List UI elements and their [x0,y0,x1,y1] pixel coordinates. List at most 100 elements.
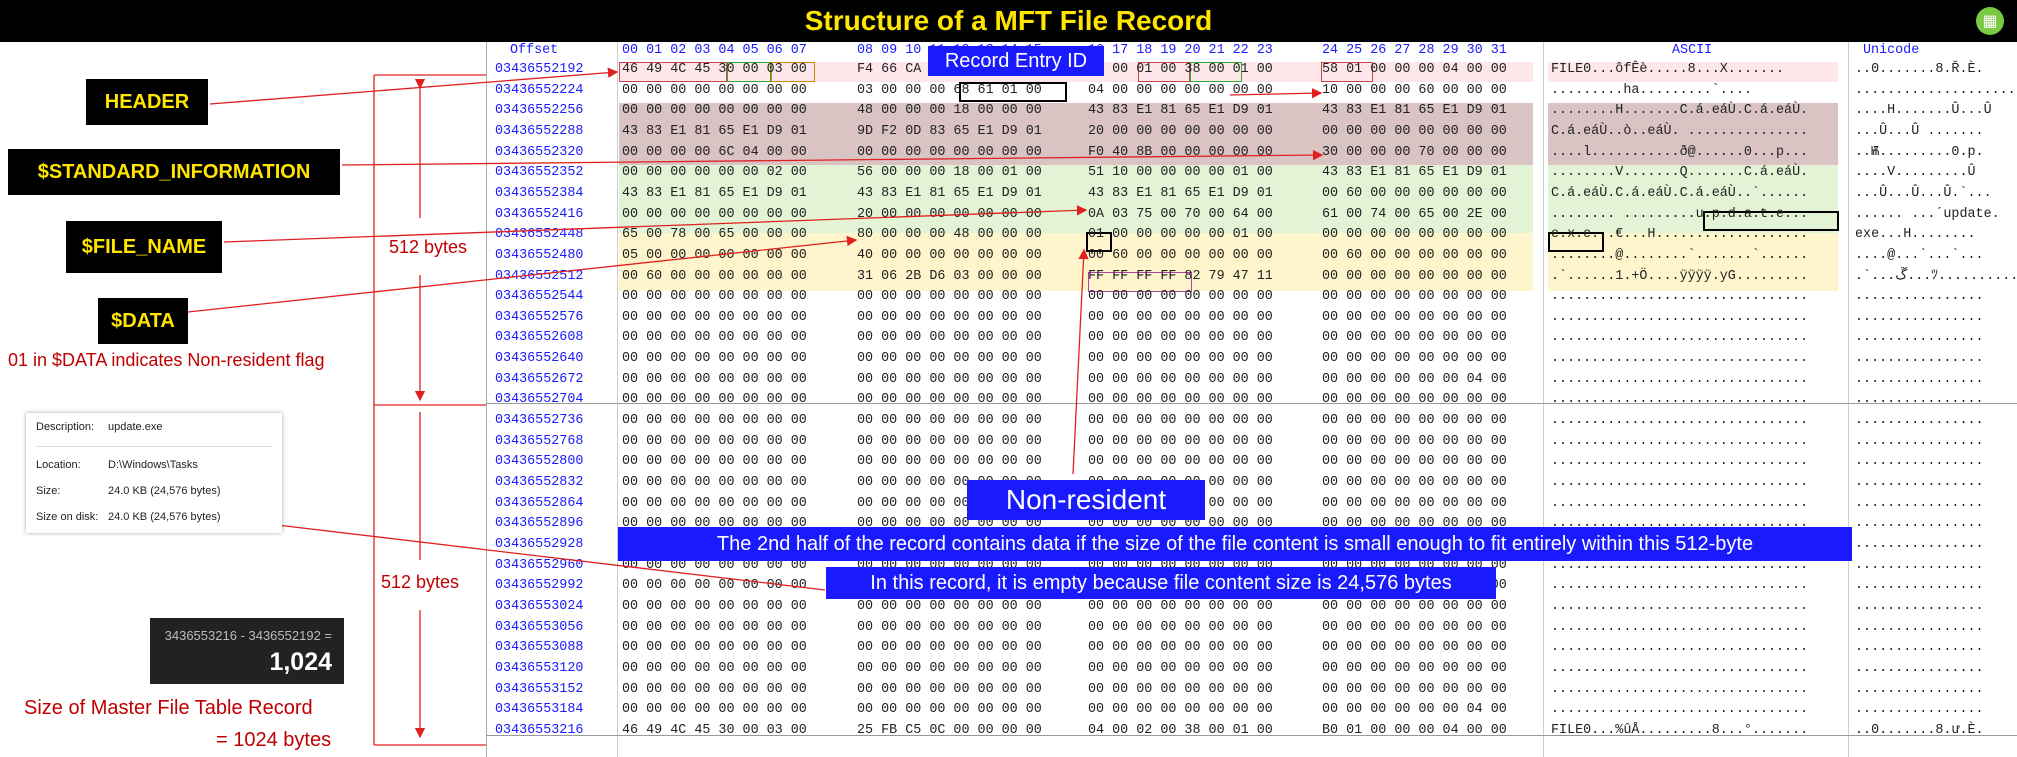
ascii-text[interactable]: ........V.......Q.......C.á.eáÙ. [1551,165,1809,180]
hex-bytes[interactable]: 00 00 00 00 00 00 00 00 [1322,289,1507,304]
hex-bytes[interactable]: 00 00 00 00 00 00 00 00 [622,83,807,98]
hex-bytes[interactable]: 00 00 00 00 00 00 00 00 [857,661,1042,676]
hex-bytes[interactable]: 00 00 00 00 00 00 00 00 [1322,620,1507,635]
ascii-text[interactable]: ....l...........ð@......0...p... [1551,145,1809,160]
ascii-text[interactable]: ................................ [1551,620,1809,635]
hex-bytes[interactable]: 00 00 00 00 00 00 00 00 [1322,661,1507,676]
row-offset[interactable]: 03436553056 [495,620,584,635]
row-offset[interactable]: 03436552576 [495,310,584,325]
unicode-text[interactable]: ................ [1855,330,1984,345]
hex-bytes[interactable]: 00 60 00 00 00 00 00 00 [1322,248,1507,263]
hex-bytes[interactable]: 00 00 00 00 00 00 00 00 [622,661,807,676]
unicode-text[interactable]: ................ [1855,351,1984,366]
hex-bytes[interactable]: 00 00 00 00 00 00 00 00 [857,434,1042,449]
hex-bytes[interactable]: 43 83 E1 81 65 E1 D9 01 [1088,186,1273,201]
hex-bytes[interactable]: 20 00 00 00 00 00 00 00 [857,207,1042,222]
hex-bytes[interactable]: 43 83 E1 81 65 E1 D9 01 [857,186,1042,201]
ascii-text[interactable]: .`......1.+Ö....ÿÿÿÿ.yG......... [1551,269,1809,284]
row-offset[interactable]: 03436552224 [495,83,584,98]
hex-bytes[interactable]: 00 00 00 00 00 00 00 00 [1322,269,1507,284]
ascii-text[interactable]: ................................ [1551,434,1809,449]
hex-bytes[interactable]: 00 00 00 00 00 00 00 00 [622,578,807,593]
hex-bytes[interactable]: 00 60 00 00 00 00 00 00 [1088,248,1273,263]
unicode-text[interactable]: ................ [1855,496,1984,511]
hex-bytes[interactable]: 00 00 00 00 00 00 00 00 [622,207,807,222]
ascii-text[interactable]: ................................ [1551,496,1809,511]
row-offset[interactable]: 03436553152 [495,682,584,697]
hex-bytes[interactable]: 00 00 00 00 00 00 00 00 [622,372,807,387]
ascii-text[interactable]: ................................ [1551,702,1809,717]
hex-bytes[interactable]: 00 00 00 00 00 00 00 00 [1322,124,1507,139]
hex-bytes[interactable]: 00 00 00 00 00 00 00 00 [622,620,807,635]
hex-bytes[interactable]: 00 00 00 00 00 00 00 00 [1322,454,1507,469]
hex-bytes[interactable]: 00 00 00 00 00 00 00 00 [1088,682,1273,697]
hex-bytes[interactable]: 00 00 00 00 00 00 00 00 [1088,434,1273,449]
hex-bytes[interactable]: 00 00 00 00 00 00 00 00 [622,310,807,325]
ascii-text[interactable]: ........H.......C.á.eáÙ.C.á.eáÙ. [1551,103,1809,118]
ascii-text[interactable]: ................................ [1551,454,1809,469]
ascii-text[interactable]: .........ha.........`.... [1551,83,1752,98]
hex-bytes[interactable]: 00 00 00 00 00 00 00 00 [857,392,1042,407]
hex-bytes[interactable]: 00 00 00 00 00 00 00 00 [1088,310,1273,325]
unicode-text[interactable]: .`...ڱ...ﾂ.......... [1855,269,2017,284]
row-offset[interactable]: 03436553184 [495,702,584,717]
hex-bytes[interactable]: 00 00 00 00 00 00 00 00 [622,392,807,407]
hex-bytes[interactable]: 00 00 00 00 00 00 00 00 [857,640,1042,655]
hex-bytes[interactable]: 00 00 00 00 00 00 00 00 [1088,413,1273,428]
ascii-text[interactable]: ................................ [1551,310,1809,325]
hex-bytes[interactable]: 00 00 00 00 00 00 00 00 [622,475,807,490]
row-offset[interactable]: 03436552512 [495,269,584,284]
hex-bytes[interactable]: 00 00 00 00 00 00 00 00 [622,702,807,717]
unicode-text[interactable]: ...Û...Û ....... [1855,124,1984,139]
row-offset[interactable]: 03436553120 [495,661,584,676]
row-offset[interactable]: 03436552320 [495,145,584,160]
hex-bytes[interactable]: 00 00 00 00 00 00 00 00 [622,289,807,304]
hex-bytes[interactable]: 00 00 00 00 00 00 00 00 [622,103,807,118]
unicode-text[interactable]: ....................`. [1855,83,2017,98]
hex-bytes[interactable]: 0A 03 75 00 70 00 64 00 [1088,207,1273,222]
unicode-text[interactable]: ...Û...Û...Û.`... [1855,186,1992,201]
hex-bytes[interactable]: 00 00 00 00 00 00 04 00 [1322,372,1507,387]
ascii-text[interactable]: ................................ [1551,413,1809,428]
ascii-text[interactable]: ................................ [1551,330,1809,345]
hex-bytes[interactable]: 00 00 00 00 00 00 00 00 [857,145,1042,160]
ascii-text[interactable]: e.x.e...€...H................... [1551,227,1809,242]
hex-bytes[interactable]: 00 00 00 00 00 00 00 00 [622,599,807,614]
row-offset[interactable]: 03436552800 [495,454,584,469]
hex-bytes[interactable]: 04 00 00 00 00 00 00 00 [1088,83,1273,98]
hex-bytes[interactable]: 03 00 00 00 68 61 01 00 [857,83,1042,98]
hex-bytes[interactable]: 56 00 00 00 18 00 01 00 [857,165,1042,180]
hex-bytes[interactable]: 00 00 00 00 00 00 00 00 [857,682,1042,697]
unicode-text[interactable]: ................ [1855,434,1984,449]
row-offset[interactable]: 03436552256 [495,103,584,118]
ascii-text[interactable]: ................................ [1551,475,1809,490]
row-offset[interactable]: 03436552416 [495,207,584,222]
hex-bytes[interactable]: 00 00 00 00 00 00 00 00 [622,640,807,655]
row-offset[interactable]: 03436552864 [495,496,584,511]
row-offset[interactable]: 03436552480 [495,248,584,263]
unicode-text[interactable]: ..Ѭ.........0.p. [1855,145,1984,160]
ascii-text[interactable]: ........@........`.......`...... [1551,248,1809,263]
unicode-text[interactable]: ....@...`...`... [1855,248,1984,263]
row-offset[interactable]: 03436552672 [495,372,584,387]
row-offset[interactable]: 03436552832 [495,475,584,490]
hex-bytes[interactable]: 30 00 00 00 70 00 00 00 [1322,145,1507,160]
hex-bytes[interactable]: 80 00 00 00 48 00 00 00 [857,227,1042,242]
hex-bytes[interactable]: 20 00 00 00 00 00 00 00 [1088,124,1273,139]
hex-bytes[interactable]: 25 FB C5 0C 00 00 00 00 [857,723,1042,738]
hex-bytes[interactable]: 00 00 00 00 00 00 00 00 [1088,351,1273,366]
ascii-text[interactable]: C.á.eáÙ..ò..eáÙ. ............... [1551,124,1809,139]
hex-bytes[interactable]: 00 00 00 00 6C 04 00 00 [622,145,807,160]
ascii-text[interactable]: ................................ [1551,599,1809,614]
row-offset[interactable]: 03436552640 [495,351,584,366]
hex-bytes[interactable]: 46 49 4C 45 30 00 03 00 [622,723,807,738]
row-offset[interactable]: 03436552768 [495,434,584,449]
hex-bytes[interactable]: 00 00 00 00 00 00 00 00 [1088,330,1273,345]
hex-bytes[interactable]: 43 83 E1 81 65 E1 D9 01 [1322,165,1507,180]
ascii-text[interactable]: ................................ [1551,392,1809,407]
row-offset[interactable]: 03436552352 [495,165,584,180]
hex-bytes[interactable]: 48 00 00 00 18 00 00 00 [857,103,1042,118]
hex-bytes[interactable]: 00 00 00 00 00 00 00 00 [1322,496,1507,511]
unicode-text[interactable]: ................ [1855,599,1984,614]
row-offset[interactable]: 03436552960 [495,558,584,573]
